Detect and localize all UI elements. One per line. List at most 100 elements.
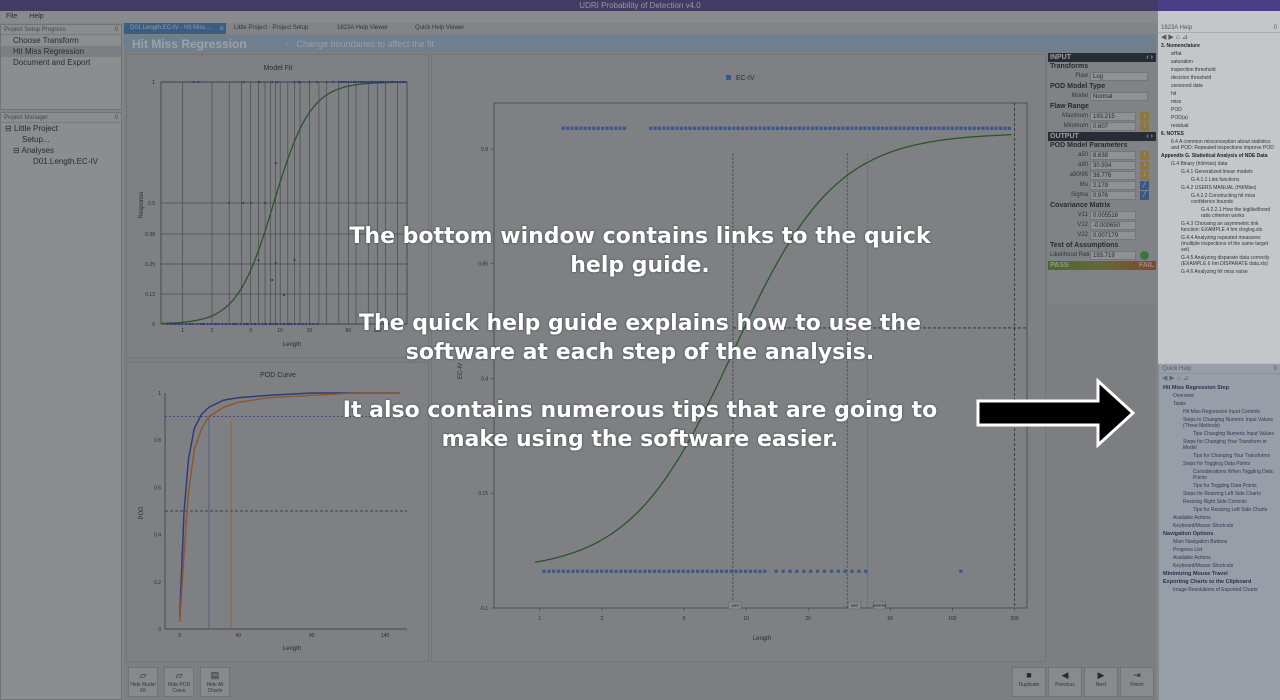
help-topic-link[interactable]: G.4.2.2.1 How the loglikelihood ratio cr… [1201,207,1271,219]
tree-node-setup[interactable]: Setup... [22,135,50,144]
quick-help-topic-link[interactable]: Tips for Changing Your Transforms [1193,453,1271,459]
pin-icon[interactable]: 0 [1273,25,1277,31]
quick-help-topic-link[interactable]: Tips for Resizing Left Side Charts [1193,507,1268,513]
previous-button[interactable]: ◀Previous [1048,667,1082,697]
quick-help-topic-link[interactable]: Hit Miss Regression Step [1163,385,1230,391]
quick-help-topic-link[interactable]: Available Actions [1173,515,1211,521]
collapse-icon[interactable]: ⊟ [13,146,20,155]
help-topic-link[interactable]: G.4.4 Analyzing repeated measures (multi… [1181,235,1268,253]
tab-help-viewer[interactable]: 1823A Help Viewer [337,25,388,31]
help-topic-link[interactable]: inspection threshold [1171,67,1216,73]
quick-help-topic-link[interactable]: Steps for Toggling Data Points [1183,461,1251,467]
help-topic-link[interactable]: G.4.6 Analyzing hit miss noise [1181,269,1248,275]
quick-help-topic-link[interactable]: Considerations When Toggling Data Points [1193,469,1273,481]
model-fit-chart[interactable]: Model Fit Length Response 00.130.250.380… [127,55,430,359]
tree-node-project[interactable]: ⊟ Little Project [1,123,121,134]
menu-file[interactable]: File [6,13,18,20]
help-topic-link[interactable]: 3. Nomenclature [1161,43,1200,49]
help-topic-link[interactable]: G.4.3 Choosing an asymmetric link functi… [1181,221,1263,233]
model-select[interactable]: Normal [1090,92,1148,101]
help-topic-link[interactable]: aHat [1171,51,1182,57]
stepper-icon[interactable]: ↕ [1140,151,1149,160]
quick-help-topic-link[interactable]: Steps to Changing Numeric Input Values (… [1183,417,1273,429]
home-icon[interactable]: ⌂ [1175,34,1180,41]
edit-slope-icon[interactable]: ╱ [1140,191,1149,200]
finish-button[interactable]: ⇥Finish [1120,667,1154,697]
help-topic-link[interactable]: POD [1171,107,1182,113]
help-topic-link[interactable]: saturation [1171,59,1193,65]
help-topic-link[interactable]: G.4.2 USERS MANUAL (Hit/Miss) [1181,185,1257,191]
help-topic-link[interactable]: G.4.1.1 Link functions [1191,177,1240,183]
help-topic-link[interactable]: decision threshold [1171,75,1212,81]
quick-help-topic-link[interactable]: Tasks [1173,401,1186,407]
close-icon[interactable]: × [219,24,224,33]
max-input[interactable]: 193.215 [1090,112,1136,121]
help-topic-link[interactable]: Appendix G. Statistical Analysis of NDE … [1161,153,1268,159]
forward-icon[interactable]: ▶ [1169,375,1175,382]
hide-pod-curve-button[interactable]: ▱Hide POD Curve [164,667,194,697]
forward-icon[interactable]: ▶ [1168,34,1174,41]
quick-help-topic-link[interactable]: Image Resolutions of Exported Charts [1173,587,1258,593]
tab-project-setup[interactable]: Little Project - Project Setup [234,25,309,31]
hide-model-fit-button[interactable]: ▱Hide Model Fit [128,667,158,697]
tab-quick-help-viewer[interactable]: Quick Help Viewer [415,25,465,31]
quick-help-topic-link[interactable]: Resizing Right Side Controls [1183,499,1247,505]
home-icon[interactable]: ⌂ [1176,375,1181,382]
progress-document-export[interactable]: Document and Export [13,58,91,67]
hide-all-charts-button[interactable]: ▤Hide All Charts [200,667,230,697]
quick-help-topic-link[interactable]: Exporting Charts to the Clipboard [1163,579,1252,585]
help-topic-link[interactable]: G.4.5 Analyzing disparate data correctly… [1181,255,1270,267]
quick-help-topic-link[interactable]: Minimizing Mouse Travel [1163,571,1228,577]
help-topic-link[interactable]: censored data [1171,83,1203,89]
min-input[interactable]: 0.607 [1090,122,1136,131]
stepper-icon[interactable]: ↕ [1140,171,1149,180]
stepper-icon[interactable]: ↕ [1140,112,1149,121]
quick-help-topic-link[interactable]: Overview [1173,393,1194,399]
pin-icon[interactable]: 0 [1273,366,1277,372]
pin-icon[interactable]: 0 [114,115,118,121]
tree-node-analysis[interactable]: D01.Length.EC-IV [33,157,98,166]
quick-help-topic-link[interactable]: Steps for Resizing Left Side Charts [1183,491,1261,497]
duplicate-button[interactable]: ■Duplicate [1012,667,1046,697]
progress-hit-miss-regression[interactable]: Hit Miss Regression [1,46,121,57]
help-topic-link[interactable]: G.4.2.2 Constructing hit miss confidence… [1191,193,1256,205]
help-topic-link[interactable]: residual [1171,123,1189,129]
chart-icon[interactable]: ⊿ [1181,34,1188,41]
collapse-arrows-icon[interactable]: ‹ › [1146,54,1153,61]
quick-help-topic-link[interactable]: Keyboard/Mouse Shortcuts [1173,523,1234,529]
edit-slope-icon[interactable]: ╱ [1140,181,1149,190]
quick-help-topic-link[interactable]: Progress List [1173,547,1203,553]
quick-help-topic-link[interactable]: Hit Miss Regression Input Controls [1183,409,1260,415]
chart-icon[interactable]: ⊿ [1182,375,1189,382]
flaw-transform-select[interactable]: Log [1090,72,1148,81]
quick-help-topic-link[interactable]: Main Navigation Buttons [1173,539,1228,545]
help-topic-link[interactable]: 6.4 A common misconception about statist… [1171,139,1274,151]
progress-choose-transform[interactable]: Choose Transform [13,36,79,45]
stepper-icon[interactable]: ↕ [1140,122,1149,131]
help-topic-link[interactable]: hit [1171,91,1177,97]
stepper-icon[interactable]: ↕ [1140,161,1149,170]
next-button[interactable]: ▶Next [1084,667,1118,697]
collapse-icon[interactable]: ⊟ [5,124,12,133]
menu-help[interactable]: Help [29,13,44,20]
quick-help-topic-link[interactable]: Tips for Toggling Data Points [1193,483,1257,489]
collapse-arrows-icon[interactable]: ‹ › [1146,133,1153,140]
help-topic-link[interactable]: POD(a) [1171,115,1188,121]
back-icon[interactable]: ◀ [1162,375,1168,382]
quick-help-topic-link[interactable]: Available Actions [1173,555,1211,561]
help-topic-link[interactable]: miss [1171,99,1182,105]
back-icon[interactable]: ◀ [1161,34,1167,41]
tree-node-analyses[interactable]: ⊟ Analyses [1,145,121,156]
quick-help-topic-link[interactable]: Navigation Options [1163,531,1214,537]
help-topic-link[interactable]: G.4.1 Generalized linear models [1181,169,1253,175]
help-topic-link[interactable]: G.4 Binary (hit/miss) data [1171,161,1228,167]
quick-help-topic-link[interactable]: Tips Changing Numeric Input Values [1193,431,1274,437]
pin-icon[interactable]: 0 [114,27,118,33]
tab-hit-miss[interactable]: D01.Length.EC-IV - Hit Miss ...× [124,23,226,34]
help-topic-link[interactable]: 6. NOTES [1161,131,1184,137]
